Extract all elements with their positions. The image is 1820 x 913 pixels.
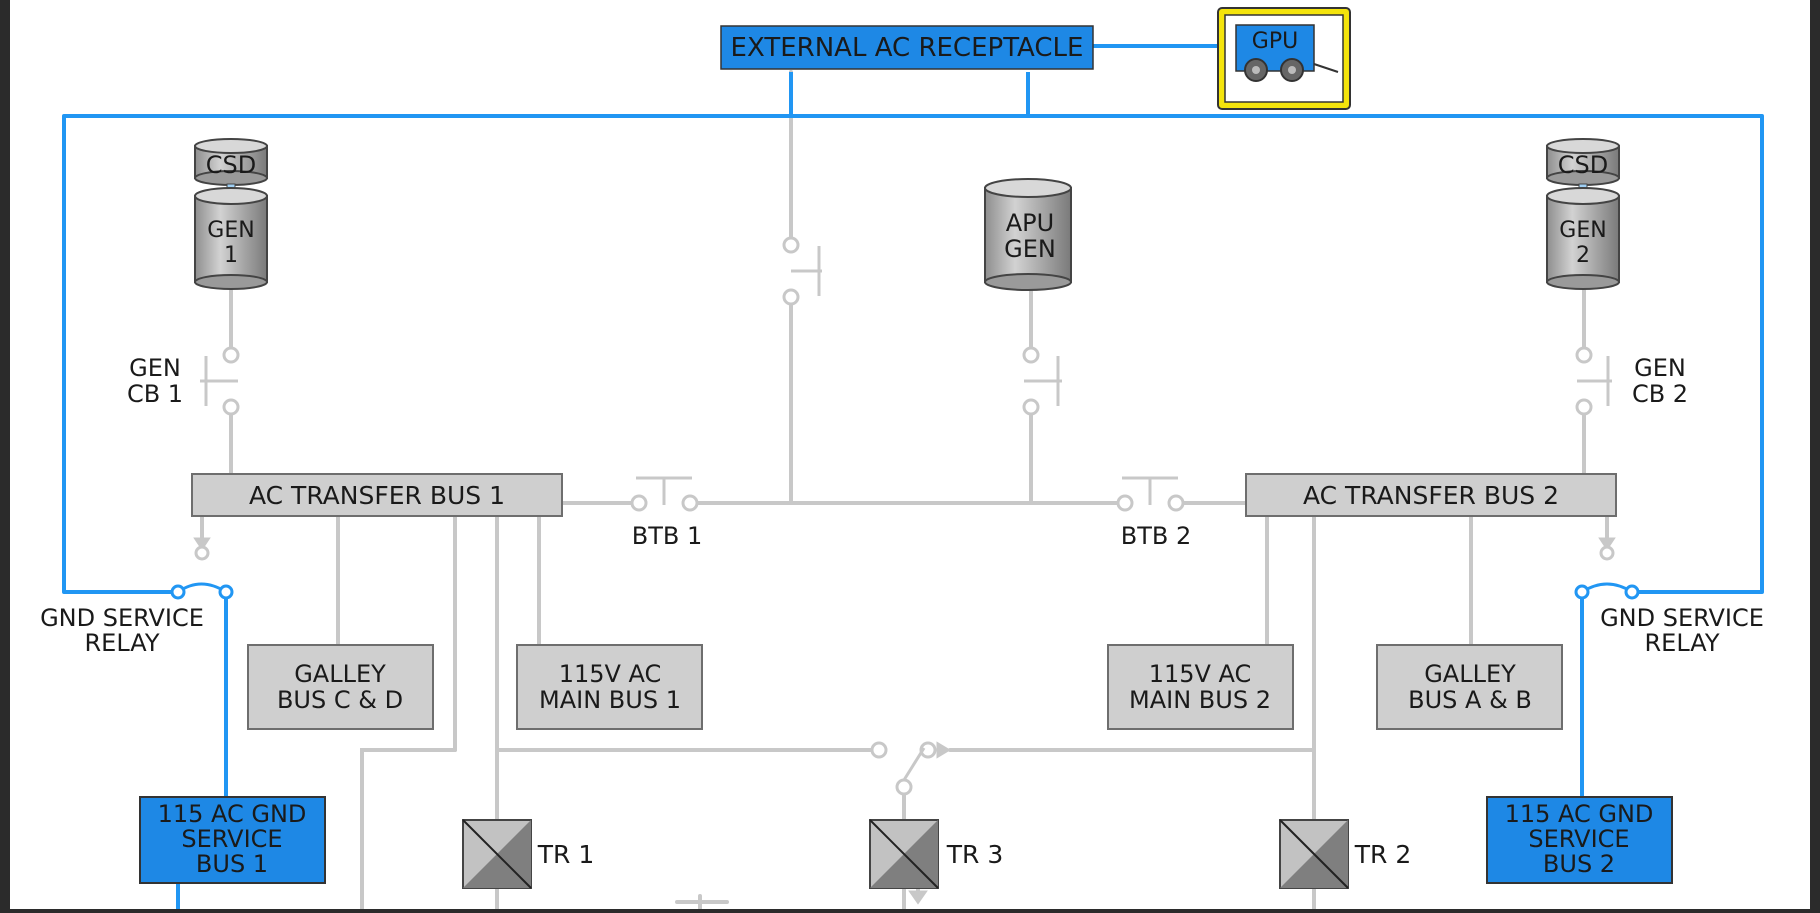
csd-left: CSD xyxy=(194,138,268,186)
ac-transfer-bus-1-label: AC TRANSFER BUS 1 xyxy=(249,481,505,510)
galley-cd-label-line2: BUS C & D xyxy=(277,686,403,714)
gen-cb2-symbol xyxy=(1575,346,1612,416)
ext-ac-breaker xyxy=(782,236,822,306)
gen-cb2-label-line2: CB 2 xyxy=(1632,380,1688,408)
gen-cb1-symbol xyxy=(200,346,240,416)
csd-right: CSD xyxy=(1546,138,1620,186)
gen-cb1-label-line2: CB 1 xyxy=(127,380,183,408)
gen1-cylinder: GEN 1 xyxy=(194,187,268,290)
breaker-labels: GEN CB 1 GEN CB 2 BTB 1 BTB 2 xyxy=(127,354,1688,550)
gnd-service-relay-left-line1: GND SERVICE xyxy=(40,604,204,632)
relay1-contact-a xyxy=(170,584,186,600)
gpu-tow-bar xyxy=(1313,63,1339,73)
btb1-label: BTB 1 xyxy=(632,522,703,550)
relay1-drop-arrow xyxy=(193,537,211,561)
csd-left-label: CSD xyxy=(206,151,256,179)
tr2[interactable]: TR 2 xyxy=(1279,819,1412,889)
relay-labels: GND SERVICE RELAY GND SERVICE RELAY xyxy=(40,604,1764,657)
gnd-bus-1-label-line3: BUS 1 xyxy=(196,850,268,878)
wire-bus1-drop-a-route xyxy=(360,748,457,911)
tr3-out-arrow xyxy=(908,890,928,905)
gnd-bus-1-label-line2: SERVICE xyxy=(181,825,282,853)
diagram-panel xyxy=(10,0,1810,909)
main-bus-2-label-line2: MAIN BUS 2 xyxy=(1129,686,1271,714)
ac-transfer-bus-2[interactable]: AC TRANSFER BUS 2 xyxy=(1245,473,1617,517)
tr3-transfer-switch xyxy=(870,741,951,796)
gen-cb2-label-line1: GEN xyxy=(1634,354,1686,382)
gen1-label-line1: GEN xyxy=(207,218,254,243)
apu-label-line1: APU xyxy=(1006,209,1054,237)
gpu-label: GPU xyxy=(1252,29,1298,54)
energized-relay-contacts xyxy=(170,582,1640,600)
external-ac-receptacle[interactable]: EXTERNAL AC RECEPTACLE xyxy=(720,25,1094,70)
breaker-symbols xyxy=(193,236,1616,905)
relay2-contact-a xyxy=(1574,584,1590,600)
gnd-service-relay-right-line1: GND SERVICE xyxy=(1600,604,1764,632)
gen2-assembly[interactable]: CSD GEN 2 xyxy=(1546,138,1620,290)
main-bus-1-label-line1: 115V AC xyxy=(559,660,662,688)
gnd-bus-2-label-line3: BUS 2 xyxy=(1543,850,1615,878)
gen-cb1-label-line1: GEN xyxy=(129,354,181,382)
gpu-hub-right xyxy=(1288,66,1296,74)
gen1-label-line2: 1 xyxy=(224,243,238,268)
energized-wiring xyxy=(62,44,1764,909)
tr2-label: TR 2 xyxy=(1354,840,1412,869)
external-ac-receptacle-label: EXTERNAL AC RECEPTACLE xyxy=(731,33,1084,63)
main-bus-1[interactable]: 115V AC MAIN BUS 1 xyxy=(516,644,703,730)
main-bus-2-label-line1: 115V AC xyxy=(1149,660,1252,688)
btb2-label: BTB 2 xyxy=(1121,522,1192,550)
gen2-label-line1: GEN xyxy=(1559,218,1606,243)
galley-cd-label-line1: GALLEY xyxy=(294,660,386,688)
galley-ab-label-line1: GALLEY xyxy=(1424,660,1516,688)
csd-right-label: CSD xyxy=(1558,151,1608,179)
wire-external-loop xyxy=(62,114,1764,594)
galley-ab-label-line2: BUS A & B xyxy=(1408,686,1532,714)
tr3[interactable]: TR 3 xyxy=(869,819,1004,889)
galley-bus-cd[interactable]: GALLEY BUS C & D xyxy=(247,644,434,730)
gnd-service-relay-right-line2: RELAY xyxy=(1645,629,1720,657)
gen2-label-line2: 2 xyxy=(1576,243,1590,268)
ac-transfer-bus-2-label: AC TRANSFER BUS 2 xyxy=(1303,481,1559,510)
gen1-assembly[interactable]: CSD GEN 1 xyxy=(194,138,268,290)
main-bus-2[interactable]: 115V AC MAIN BUS 2 xyxy=(1107,644,1294,730)
relay1-contact-b xyxy=(218,584,234,600)
btb2-symbol xyxy=(1116,476,1185,512)
gpu-hub-left xyxy=(1252,66,1260,74)
gnd-bus-1-label-line1: 115 AC GND xyxy=(158,800,307,828)
tr1-label: TR 1 xyxy=(537,840,595,869)
apu-label-line2: GEN xyxy=(1004,235,1056,263)
gnd-service-bus-1[interactable]: 115 AC GND SERVICE BUS 1 xyxy=(139,796,326,884)
apu-gen-assembly[interactable]: APU GEN xyxy=(984,178,1072,291)
gnd-bus-2-label-line2: SERVICE xyxy=(1528,825,1629,853)
gen2-cylinder: GEN 2 xyxy=(1546,187,1620,290)
apu-breaker-symbol xyxy=(1022,346,1062,416)
tr1[interactable]: TR 1 xyxy=(462,819,595,889)
galley-bus-ab[interactable]: GALLEY BUS A & B xyxy=(1376,644,1563,730)
relay2-contact-b xyxy=(1624,584,1640,600)
btb1-symbol xyxy=(630,476,699,512)
main-bus-1-label-line2: MAIN BUS 1 xyxy=(539,686,681,714)
relay2-drop-arrow xyxy=(1598,537,1616,561)
ac-transfer-bus-1[interactable]: AC TRANSFER BUS 1 xyxy=(191,473,563,517)
gnd-service-bus-2[interactable]: 115 AC GND SERVICE BUS 2 xyxy=(1486,796,1673,884)
tr3-label: TR 3 xyxy=(946,840,1004,869)
gnd-bus-2-label-line1: 115 AC GND xyxy=(1505,800,1654,828)
gnd-service-relay-left-line2: RELAY xyxy=(85,629,160,657)
gpu-unit[interactable]: GPU xyxy=(1217,7,1351,110)
